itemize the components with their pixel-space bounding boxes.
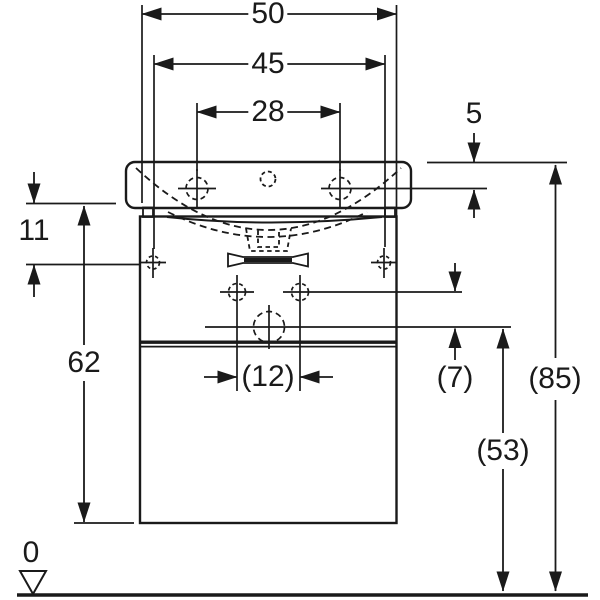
dim-label-50: 50 [248, 0, 288, 29]
extension-lines [26, 5, 567, 524]
front-hole-right [283, 275, 317, 308]
basin-bowl-outline [135, 167, 402, 238]
cabinet-mounting-hole-right [371, 248, 397, 278]
overflow-hole [259, 170, 277, 188]
datum-triangle [18, 570, 48, 597]
front-hole-left [220, 275, 254, 308]
datum-label-0: 0 [19, 538, 43, 568]
dim-label-7: (7) [433, 363, 477, 393]
basin-fixing-hole-right [321, 169, 487, 208]
dim-label-62: 62 [64, 348, 104, 378]
drain-outline [245, 228, 292, 252]
dim-label-85: (85) [525, 364, 585, 394]
dim-label-12: (12) [238, 362, 298, 392]
dim-label-11: 11 [15, 216, 53, 246]
basin-fixing-hole-left [178, 169, 216, 208]
dim-label-45: 45 [248, 49, 288, 79]
dim-label-28: 28 [248, 97, 288, 127]
dim-label-53: (53) [473, 436, 533, 466]
dimension-lines [27, 7, 562, 592]
dim-label-5: 5 [462, 99, 486, 129]
washbasin-outline [124, 160, 413, 224]
drawer-handle [227, 252, 309, 268]
cabinet-mounting-hole-left [140, 248, 166, 278]
basin-rim-curve [166, 216, 383, 224]
